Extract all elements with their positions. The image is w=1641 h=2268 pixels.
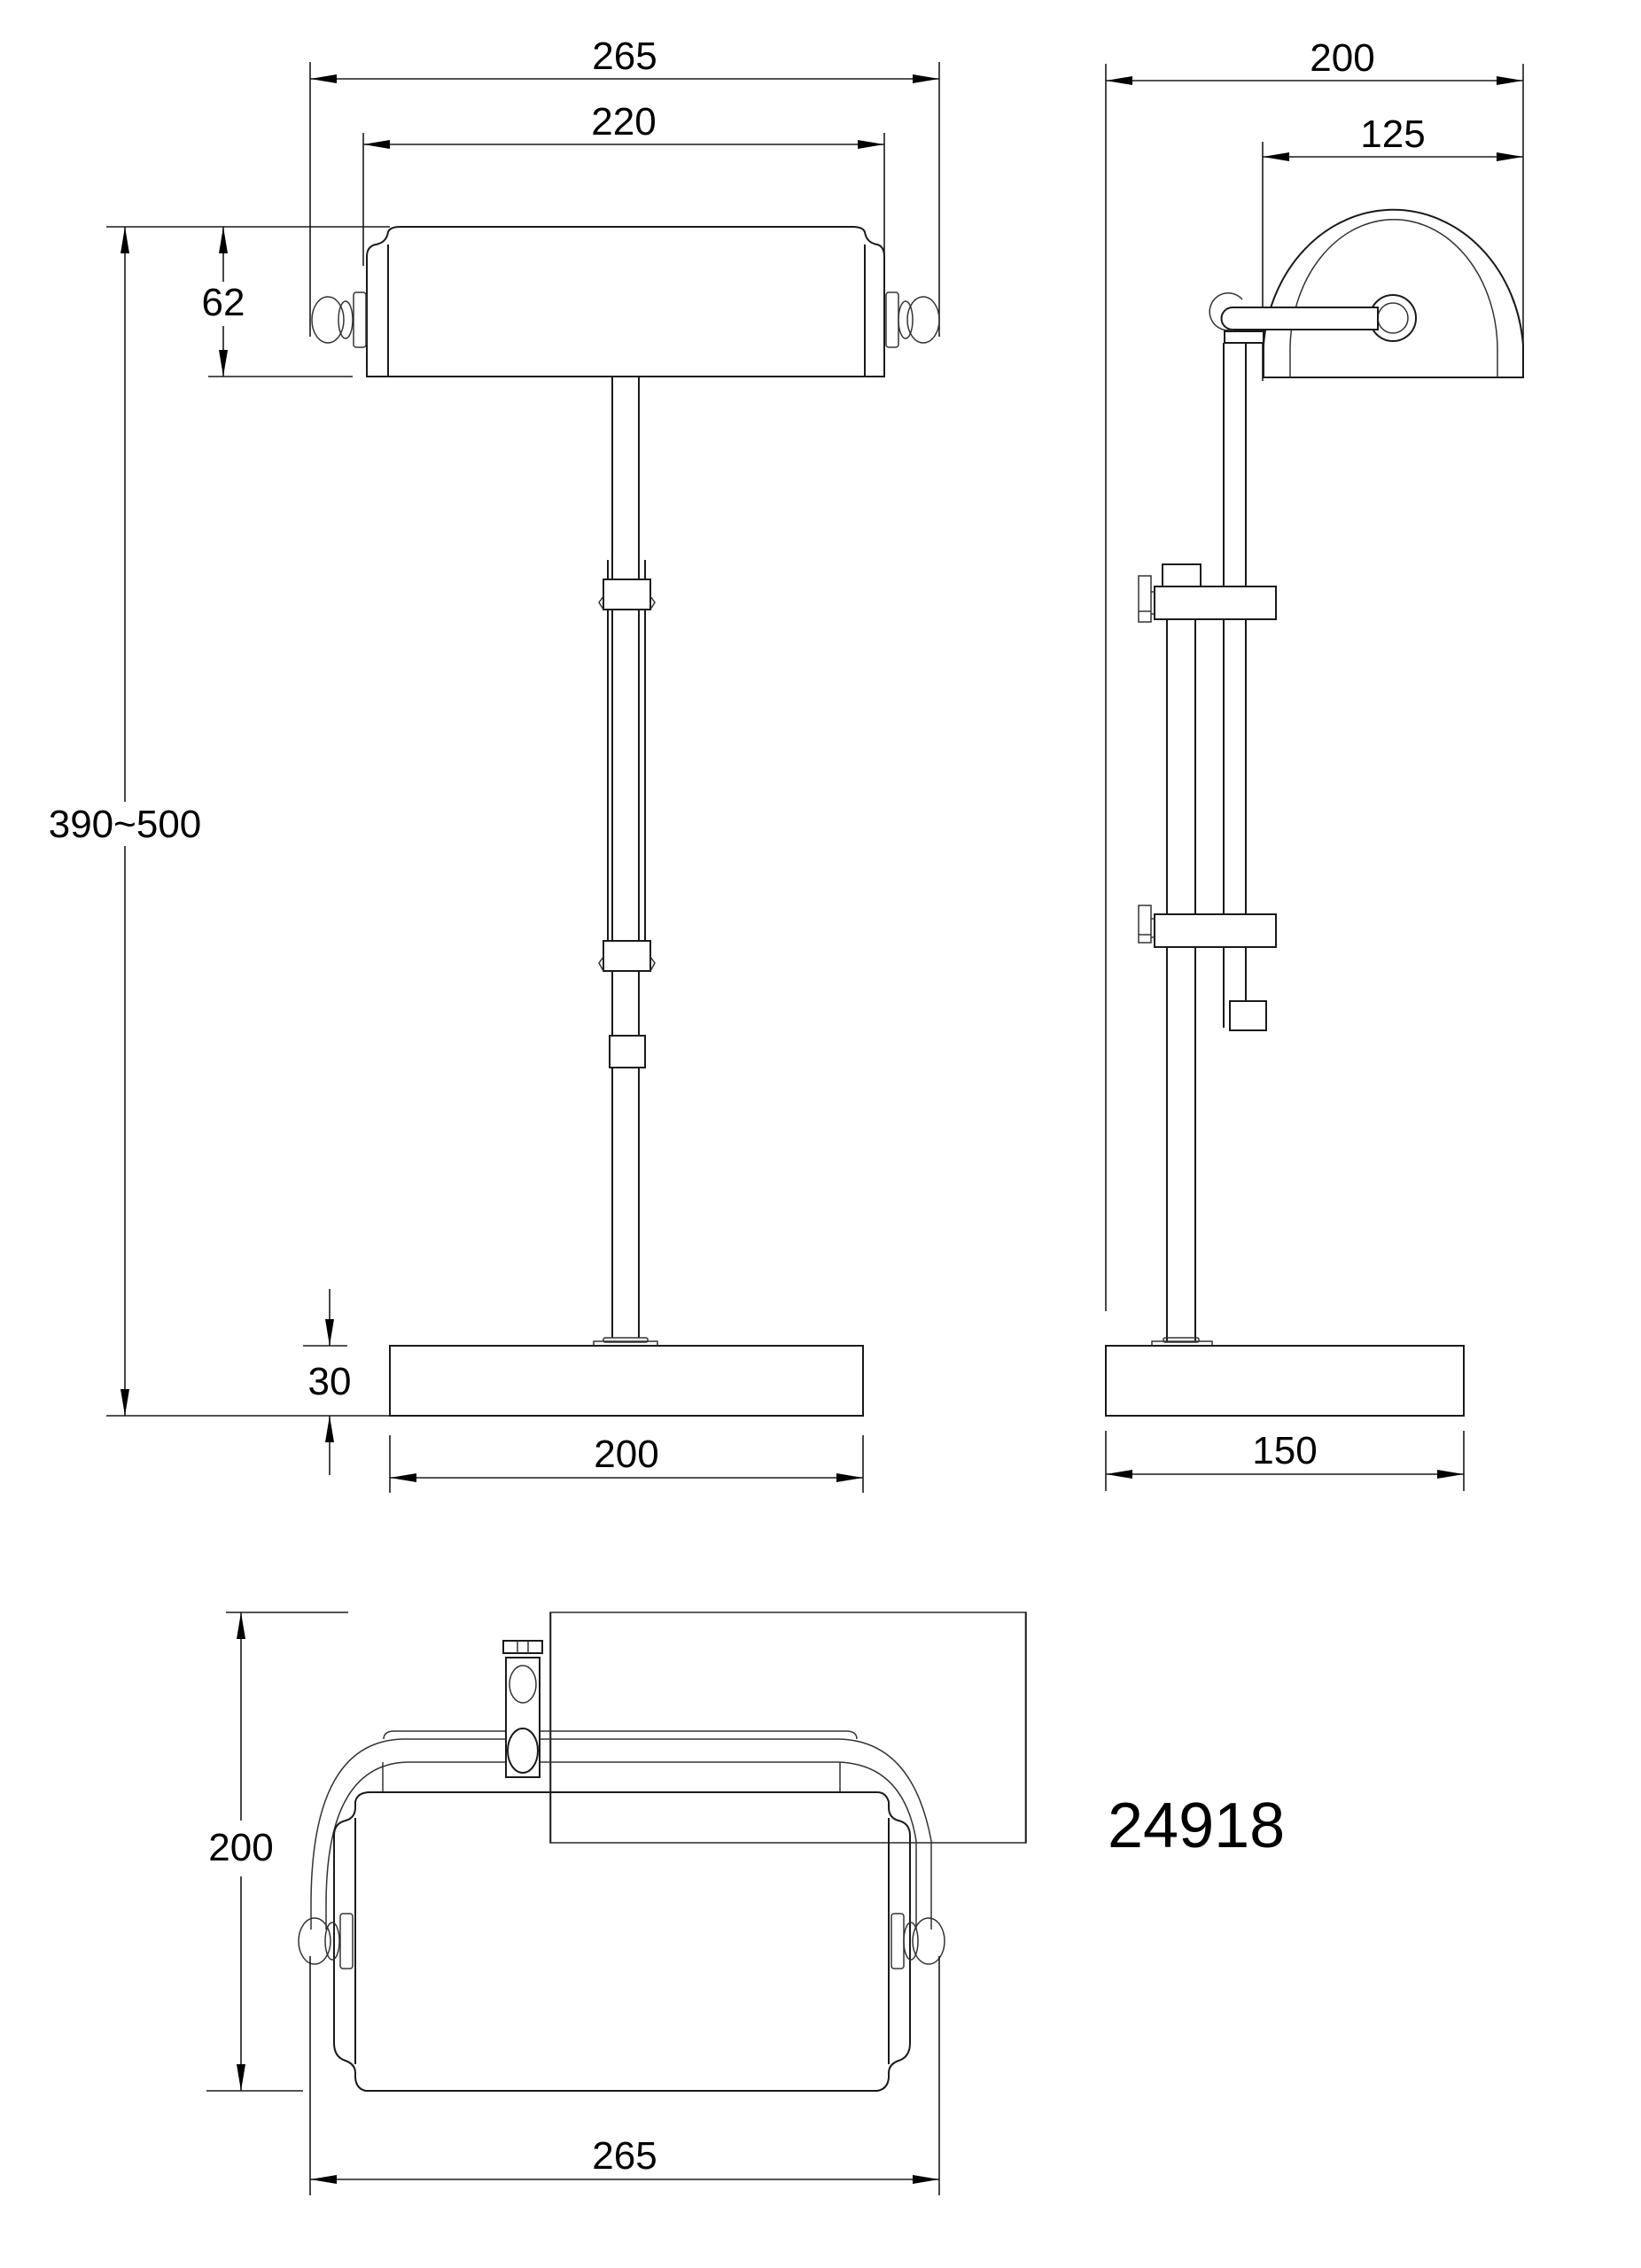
product-code: 24918 — [1108, 1790, 1285, 1861]
dimension-top-width: 265 — [309, 1956, 940, 2195]
base-depth-label: 150 — [1252, 1429, 1317, 1472]
side-overall-depth-label: 200 — [1310, 36, 1374, 80]
top-view-arm — [310, 1730, 932, 1930]
dimension-base-height: 30 — [303, 1289, 351, 1475]
dimension-base-depth: 150 — [1105, 1429, 1465, 1491]
dimension-front-overall-width: 265 — [309, 35, 940, 337]
front-overall-width-label: 265 — [592, 35, 657, 78]
top-view-clamp — [502, 1640, 543, 1778]
base-height-label: 30 — [308, 1360, 352, 1403]
lamp-stem-front — [593, 377, 658, 1347]
top-view-shade — [298, 1791, 945, 2092]
dimension-shade-depth: 125 — [1262, 113, 1523, 381]
lamp-base-front — [389, 1345, 864, 1417]
dimension-base-width: 200 — [389, 1433, 864, 1493]
lamp-base-side — [1105, 1345, 1465, 1417]
lamp-stem-side — [1138, 343, 1277, 1347]
shade-width-label: 220 — [591, 100, 656, 144]
dimension-total-height: 390~500 — [49, 227, 390, 1417]
top-view-base — [549, 1612, 1027, 1844]
lamp-shade-side — [1209, 208, 1524, 378]
shade-depth-label: 125 — [1360, 113, 1425, 156]
top-view: 200 — [206, 1612, 1027, 2195]
dimension-shade-width: 220 — [362, 100, 885, 266]
dimension-shade-height: 62 — [106, 226, 390, 377]
lamp-shade-front — [311, 226, 940, 377]
front-view: 265 220 62 390~500 30 — [49, 35, 940, 1493]
total-height-label: 390~500 — [49, 803, 202, 846]
dimension-top-depth: 200 — [206, 1612, 348, 2092]
dimension-side-overall-depth: 200 — [1105, 36, 1524, 1311]
shade-height-label: 62 — [202, 281, 245, 324]
top-depth-label: 200 — [208, 1826, 273, 1869]
top-width-label: 265 — [592, 2134, 657, 2178]
side-view: 200 125 — [1105, 36, 1524, 1491]
base-width-label: 200 — [594, 1433, 658, 1476]
